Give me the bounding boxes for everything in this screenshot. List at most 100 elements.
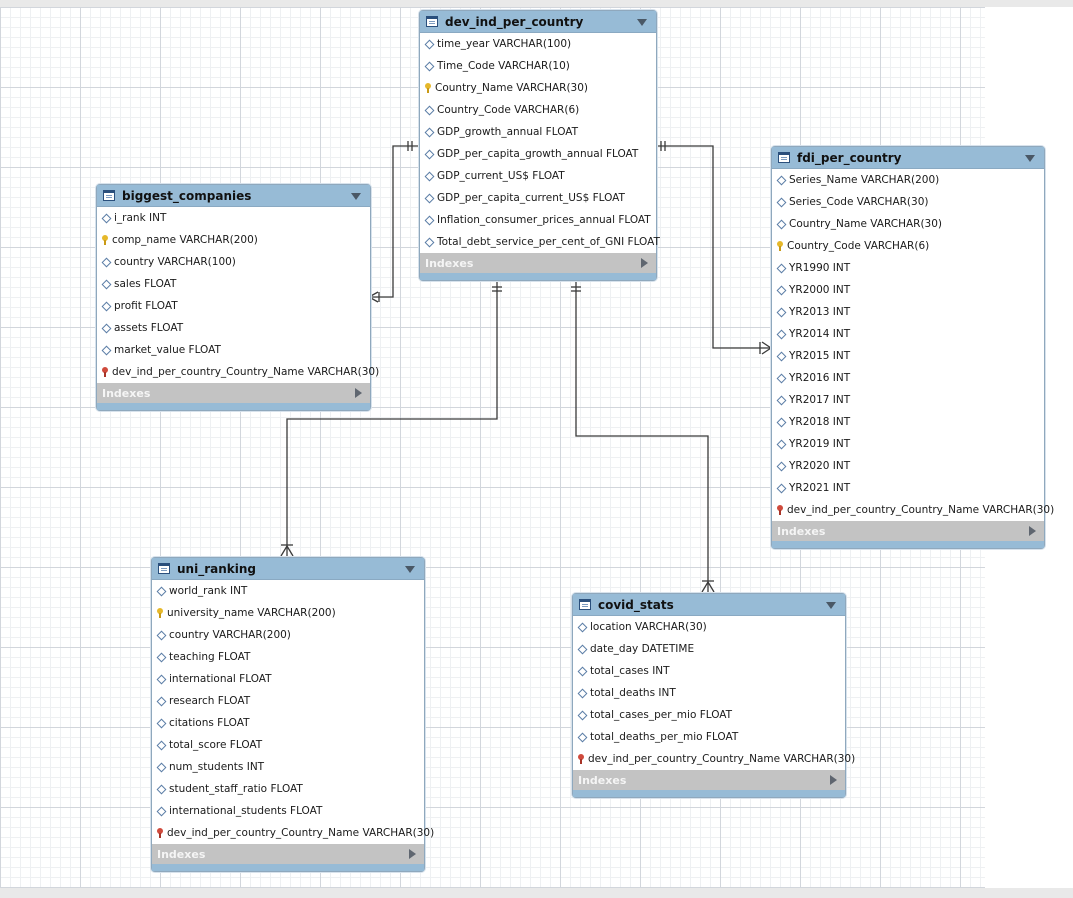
attribute-diamond-icon [777, 307, 785, 317]
column-row[interactable]: dev_ind_per_country_Country_Name VARCHAR… [152, 822, 434, 844]
column-row[interactable]: YR2014 INT [772, 323, 1044, 345]
column-row[interactable]: i_rank INT [97, 207, 370, 229]
entity-header[interactable]: covid_stats [573, 594, 845, 616]
column-row[interactable]: location VARCHAR(30) [573, 616, 845, 638]
entity-fdi-per-country[interactable]: fdi_per_country Series_Name VARCHAR(200)… [771, 146, 1054, 549]
column-row[interactable]: citations FLOAT [152, 712, 424, 734]
column-row[interactable]: dev_ind_per_country_Country_Name VARCHAR… [573, 748, 855, 770]
column-label: dev_ind_per_country_Country_Name VARCHAR… [787, 504, 1055, 516]
attribute-diamond-icon [425, 193, 433, 203]
indexes-section[interactable]: Indexes [152, 844, 424, 864]
column-row[interactable]: total_cases INT [573, 660, 845, 682]
column-row[interactable]: Series_Code VARCHAR(30) [772, 191, 1044, 213]
indexes-section[interactable]: Indexes [420, 253, 656, 273]
entity-footer [772, 541, 1044, 548]
entity-biggest-companies[interactable]: biggest_companies i_rank INT comp_name VA… [96, 184, 379, 411]
column-row[interactable]: YR2016 INT [772, 367, 1044, 389]
horizontal-scrollbar[interactable] [0, 888, 1073, 898]
expand-arrow-icon[interactable] [641, 258, 648, 268]
relationship-covid-stats [575, 281, 709, 592]
attribute-diamond-icon [777, 219, 785, 229]
column-row[interactable]: YR2017 INT [772, 389, 1044, 411]
column-row[interactable]: teaching FLOAT [152, 646, 424, 668]
many-crowfoot [701, 580, 715, 593]
indexes-section[interactable]: Indexes [772, 521, 1044, 541]
column-row[interactable]: research FLOAT [152, 690, 424, 712]
table-icon [426, 16, 438, 27]
column-row[interactable]: sales FLOAT [97, 273, 370, 295]
column-row[interactable]: student_staff_ratio FLOAT [152, 778, 424, 800]
attribute-diamond-icon [425, 61, 433, 71]
column-row[interactable]: YR2015 INT [772, 345, 1044, 367]
column-row[interactable]: assets FLOAT [97, 317, 370, 339]
indexes-section[interactable]: Indexes [97, 383, 370, 403]
collapse-arrow-icon[interactable] [637, 19, 647, 26]
column-row[interactable]: YR2018 INT [772, 411, 1044, 433]
column-row[interactable]: YR2019 INT [772, 433, 1044, 455]
column-label: dev_ind_per_country_Country_Name VARCHAR… [112, 366, 380, 378]
column-row[interactable]: YR1990 INT [772, 257, 1044, 279]
column-row[interactable]: dev_ind_per_country_Country_Name VARCHAR… [97, 361, 379, 383]
column-label: comp_name VARCHAR(200) [112, 234, 258, 246]
attribute-diamond-icon [777, 483, 785, 493]
attribute-diamond-icon [157, 784, 165, 794]
entity-header[interactable]: fdi_per_country [772, 147, 1044, 169]
expand-arrow-icon[interactable] [830, 775, 837, 785]
column-row[interactable]: time_year VARCHAR(100) [420, 33, 656, 55]
column-row[interactable]: university_name VARCHAR(200) [152, 602, 424, 624]
expand-arrow-icon[interactable] [355, 388, 362, 398]
column-row[interactable]: country VARCHAR(100) [97, 251, 370, 273]
column-row[interactable]: international FLOAT [152, 668, 424, 690]
column-row[interactable]: YR2000 INT [772, 279, 1044, 301]
entity-header[interactable]: uni_ranking [152, 558, 424, 580]
attribute-diamond-icon [777, 175, 785, 185]
column-row[interactable]: GDP_growth_annual FLOAT [420, 121, 656, 143]
entity-covid-stats[interactable]: covid_stats location VARCHAR(30)date_day… [572, 593, 855, 798]
column-row[interactable]: YR2013 INT [772, 301, 1044, 323]
column-row[interactable]: Country_Name VARCHAR(30) [772, 213, 1044, 235]
column-row[interactable]: profit FLOAT [97, 295, 370, 317]
column-row[interactable]: total_score FLOAT [152, 734, 424, 756]
column-row[interactable]: dev_ind_per_country_Country_Name VARCHAR… [772, 499, 1054, 521]
entity-header[interactable]: biggest_companies [97, 185, 370, 207]
column-row[interactable]: world_rank INT [152, 580, 424, 602]
indexes-section[interactable]: Indexes [573, 770, 845, 790]
column-row[interactable]: Series_Name VARCHAR(200) [772, 169, 1044, 191]
column-row[interactable]: country VARCHAR(200) [152, 624, 424, 646]
collapse-arrow-icon[interactable] [826, 602, 836, 609]
column-row[interactable]: YR2021 INT [772, 477, 1044, 499]
column-label: research FLOAT [169, 695, 251, 707]
column-row[interactable]: total_deaths INT [573, 682, 845, 704]
collapse-arrow-icon[interactable] [1025, 155, 1035, 162]
column-row[interactable]: Country_Code VARCHAR(6) [420, 99, 656, 121]
column-row[interactable]: date_day DATETIME [573, 638, 845, 660]
column-row[interactable]: GDP_per_capita_growth_annual FLOAT [420, 143, 656, 165]
column-row[interactable]: market_value FLOAT [97, 339, 370, 361]
expand-arrow-icon[interactable] [409, 849, 416, 859]
column-row[interactable]: GDP_per_capita_current_US$ FLOAT [420, 187, 656, 209]
column-row[interactable]: total_cases_per_mio FLOAT [573, 704, 845, 726]
entity-footer [420, 273, 656, 280]
column-row[interactable]: Country_Name VARCHAR(30) [420, 77, 656, 99]
indexes-label: Indexes [102, 386, 151, 400]
column-row[interactable]: num_students INT [152, 756, 424, 778]
column-row[interactable]: Country_Code VARCHAR(6) [772, 235, 1044, 257]
expand-arrow-icon[interactable] [1029, 526, 1036, 536]
column-row[interactable]: GDP_current_US$ FLOAT [420, 165, 656, 187]
foreign-key-icon [578, 754, 584, 764]
column-row[interactable]: Total_debt_service_per_cent_of_GNI FLOAT [420, 231, 660, 253]
column-row[interactable]: Time_Code VARCHAR(10) [420, 55, 656, 77]
entity-dev-ind-per-country[interactable]: dev_ind_per_country time_year VARCHAR(10… [419, 10, 660, 281]
attribute-diamond-icon [157, 586, 165, 596]
many-crowfoot [280, 544, 294, 557]
column-row[interactable]: YR2020 INT [772, 455, 1044, 477]
column-row[interactable]: international_students FLOAT [152, 800, 424, 822]
column-row[interactable]: Inflation_consumer_prices_annual FLOAT [420, 209, 656, 231]
collapse-arrow-icon[interactable] [405, 566, 415, 573]
column-row[interactable]: total_deaths_per_mio FLOAT [573, 726, 845, 748]
column-row[interactable]: comp_name VARCHAR(200) [97, 229, 370, 251]
entity-header[interactable]: dev_ind_per_country [420, 11, 656, 33]
collapse-arrow-icon[interactable] [351, 193, 361, 200]
entity-footer [152, 864, 424, 871]
